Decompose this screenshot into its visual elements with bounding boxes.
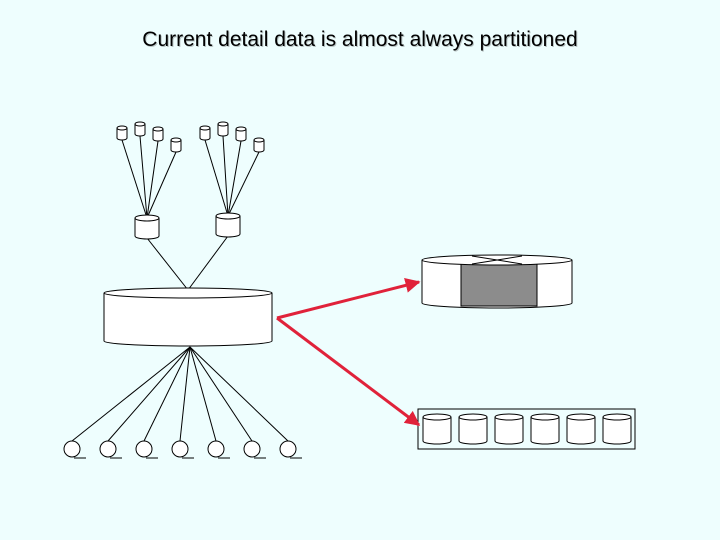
terminal-line — [143, 346, 191, 442]
terminal-line — [179, 346, 191, 442]
small-disk-icon — [253, 137, 265, 153]
arrow-to-partition-disks — [276, 316, 421, 427]
partition-disk-icon — [458, 413, 488, 445]
small-disk-icon — [199, 125, 211, 141]
feed-line — [222, 135, 229, 217]
feed-line — [121, 139, 148, 219]
hub-line — [187, 235, 229, 291]
arrow-to-partitioned-store — [276, 278, 421, 320]
small-disk-icon — [134, 121, 146, 137]
partition-arrows — [276, 278, 421, 427]
partition-segment — [460, 263, 538, 307]
small-disk-icon — [116, 125, 128, 141]
feed-line — [204, 139, 229, 217]
terminal-icon — [63, 440, 86, 459]
terminal-icon — [279, 440, 302, 459]
terminal-icon — [171, 440, 194, 459]
terminal-icon — [99, 440, 122, 459]
feed-line — [146, 140, 159, 219]
partition-disk-icon — [602, 413, 632, 445]
storage-shapes — [63, 121, 636, 459]
central-store-icon — [103, 287, 273, 347]
hub-line — [146, 237, 189, 291]
terminal-line — [189, 346, 289, 442]
feed-line — [146, 151, 177, 219]
small-disk-icon — [217, 121, 229, 137]
feed-line — [227, 151, 260, 217]
terminal-line — [189, 346, 217, 442]
feed-line — [227, 140, 242, 217]
terminal-line — [71, 346, 191, 442]
partition-disk-icon — [422, 413, 452, 445]
small-disk-icon — [235, 126, 247, 142]
connector-lines — [71, 135, 289, 442]
terminal-icon — [135, 440, 158, 459]
partitioned-store-icon — [421, 254, 573, 309]
partition-disk-icon — [494, 413, 524, 445]
partition-mark — [471, 255, 523, 265]
partition-disk-icon — [566, 413, 596, 445]
terminal-line — [107, 346, 191, 442]
mid-disk-icon — [134, 214, 160, 240]
partition-disk-frame — [417, 408, 636, 450]
small-disk-icon — [152, 126, 164, 142]
slide-title: Current detail data is almost always par… — [142, 28, 578, 51]
feed-line — [139, 135, 148, 219]
mid-disk-icon — [215, 212, 241, 238]
small-disk-icon — [170, 137, 182, 153]
partition-disk-icon — [530, 413, 560, 445]
terminal-icon — [207, 440, 230, 459]
terminal-line — [189, 346, 253, 442]
terminal-icon — [243, 440, 266, 459]
